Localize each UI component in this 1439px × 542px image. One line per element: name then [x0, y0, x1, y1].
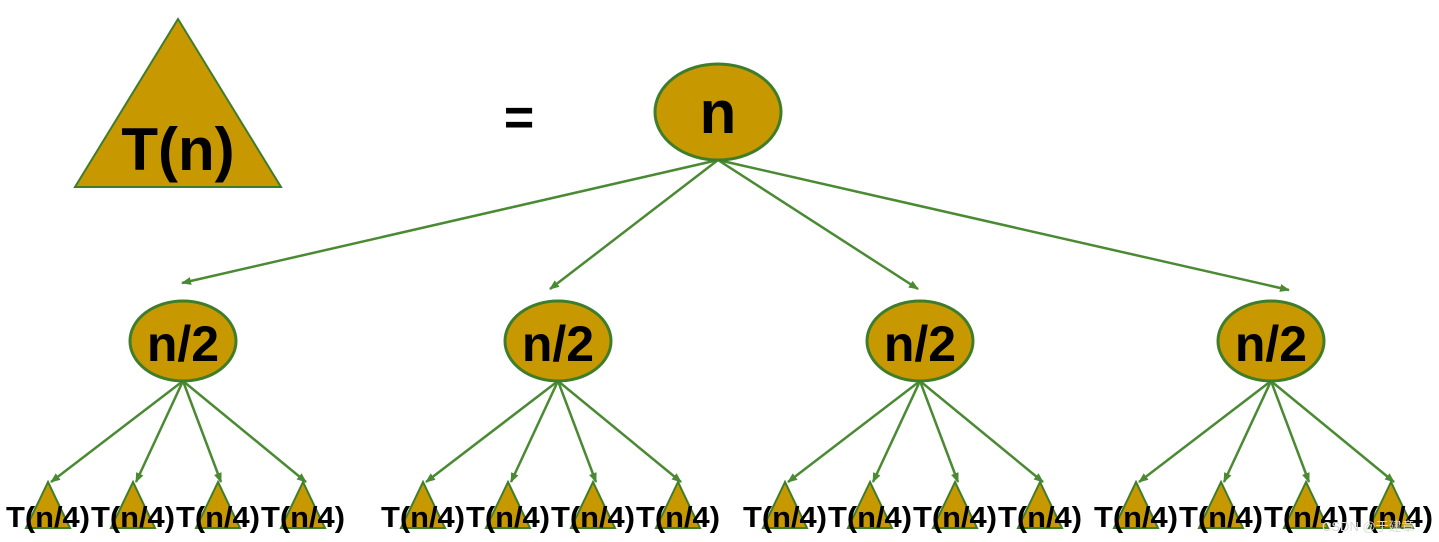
leaf-triangle — [846, 479, 894, 529]
leaf-node: T(n/4) — [998, 479, 1082, 534]
leaf-triangle — [399, 479, 447, 529]
level1-node: n/2 — [865, 299, 975, 383]
leaf-edge-arrow — [509, 380, 560, 483]
leaf-label: T(n/4) — [1179, 502, 1263, 534]
leaf-edge-arrow — [787, 380, 921, 483]
level1-node: n/2 — [503, 299, 613, 383]
level1-label: n/2 — [884, 316, 956, 372]
level1-node: n/2 — [128, 299, 238, 383]
leaf-edge-arrow — [919, 380, 1044, 483]
level1-label: n/2 — [1235, 316, 1307, 372]
leaf-label: T(n/4) — [1349, 502, 1433, 534]
root-label: n — [700, 79, 737, 146]
leaf-node: T(n/4) — [636, 479, 720, 534]
leaf-node: T(n/4) — [1349, 479, 1433, 534]
level1-label: n/2 — [147, 316, 219, 372]
leaf-label: T(n/4) — [1264, 502, 1348, 534]
leaf-label: T(n/4) — [1094, 502, 1178, 534]
definition-label: T(n) — [121, 116, 234, 183]
leaf-triangle — [279, 479, 327, 529]
leaf-edge-arrow — [918, 380, 960, 483]
leaf-triangle — [194, 479, 242, 529]
leaf-edge-arrow — [50, 380, 184, 483]
leaf-triangle — [484, 479, 532, 529]
leaf-edge-arrow — [1138, 380, 1272, 483]
equals-sign: = — [504, 89, 534, 147]
leaf-label: T(n/4) — [743, 502, 827, 534]
leaf-label: T(n/4) — [176, 502, 260, 534]
leaf-edge-arrow — [871, 380, 922, 483]
leaf-triangle — [761, 479, 809, 529]
leaf-label: T(n/4) — [6, 502, 90, 534]
leaf-triangle — [1282, 479, 1330, 529]
leaf-edge-arrow — [182, 380, 307, 483]
root-edge-arrow — [549, 159, 719, 290]
root-node: n — [653, 62, 783, 162]
root-edge-arrow — [717, 158, 1290, 292]
leaf-node: T(n/4) — [828, 479, 912, 534]
leaf-label: T(n/4) — [91, 502, 175, 534]
leaf-edge-arrow — [1270, 380, 1395, 483]
root-edge-arrow — [181, 158, 719, 285]
leaf-triangle — [24, 479, 72, 529]
leaf-triangle — [1197, 479, 1245, 529]
leaf-edge-arrow — [556, 380, 598, 483]
leaf-label: T(n/4) — [381, 502, 465, 534]
edges — [50, 158, 1395, 483]
leaf-edge-arrow — [557, 380, 682, 483]
leaf-label: T(n/4) — [261, 502, 345, 534]
leaf-triangle — [109, 479, 157, 529]
level1-label: n/2 — [522, 316, 594, 372]
leaf-label: T(n/4) — [828, 502, 912, 534]
leaf-node: T(n/4) — [381, 479, 465, 534]
level1-node: n/2 — [1216, 299, 1326, 383]
leaf-triangle — [569, 479, 617, 529]
leaf-node: T(n/4) — [466, 479, 550, 534]
leaf-label: T(n/4) — [466, 502, 550, 534]
leaf-triangle — [1112, 479, 1160, 529]
leaf-triangle — [1367, 479, 1415, 529]
leaf-node: T(n/4) — [1264, 479, 1348, 534]
watermark: CSDN @于建章 — [1322, 519, 1415, 534]
leaf-node: T(n/4) — [261, 479, 345, 534]
leaf-label: T(n/4) — [998, 502, 1082, 534]
leaf-node: T(n/4) — [743, 479, 827, 534]
leaf-node: T(n/4) — [176, 479, 260, 534]
definition-triangle: T(n) — [73, 17, 283, 188]
leaf-triangle — [931, 479, 979, 529]
leaf-triangle — [654, 479, 702, 529]
leaf-edge-arrow — [1222, 380, 1273, 483]
leaf-label: T(n/4) — [636, 502, 720, 534]
leaf-label: T(n/4) — [913, 502, 997, 534]
leaf-layer: T(n/4)T(n/4)T(n/4)T(n/4)T(n/4)T(n/4)T(n/… — [6, 479, 1433, 534]
leaf-node: T(n/4) — [551, 479, 635, 534]
leaf-node: T(n/4) — [1094, 479, 1178, 534]
leaf-node: T(n/4) — [913, 479, 997, 534]
leaf-triangle — [1016, 479, 1064, 529]
leaf-edge-arrow — [1269, 380, 1311, 483]
root-edge-arrow — [717, 158, 919, 291]
leaf-edge-arrow — [425, 380, 559, 483]
leaf-label: T(n/4) — [551, 502, 635, 534]
leaf-edge-arrow — [181, 380, 223, 483]
leaf-edge-arrow — [134, 380, 185, 483]
leaf-node: T(n/4) — [1179, 479, 1263, 534]
leaf-node: T(n/4) — [91, 479, 175, 534]
leaf-node: T(n/4) — [6, 479, 90, 534]
